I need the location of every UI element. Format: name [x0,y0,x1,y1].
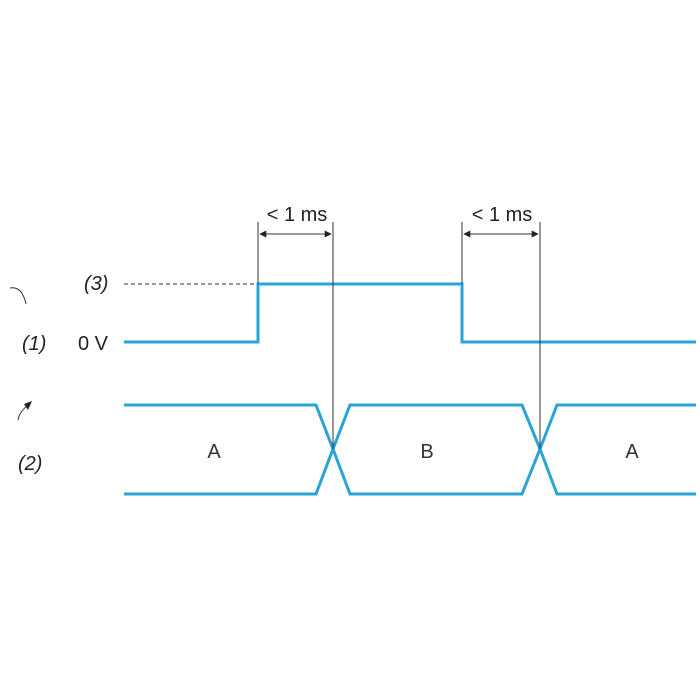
ref-2-pointer-arrow-icon [24,401,32,410]
ref-1-pointer-icon [9,287,27,305]
ref-2-label: (2) [18,453,42,475]
delay-2-label: < 1 ms [472,204,533,226]
zero-volt-label: 0 V [78,333,109,355]
signal-1-waveform [124,282,696,344]
delay-1-label: < 1 ms [267,204,328,226]
ref-3-label: (3) [84,273,108,295]
state-label-first: A [207,441,221,463]
state-label-second: B [420,441,433,463]
bus-lower-segment [124,444,696,496]
state-label-third: A [625,441,639,463]
ref-1-label: (1) [22,333,46,355]
bus-upper-segment-a1 [124,403,696,454]
